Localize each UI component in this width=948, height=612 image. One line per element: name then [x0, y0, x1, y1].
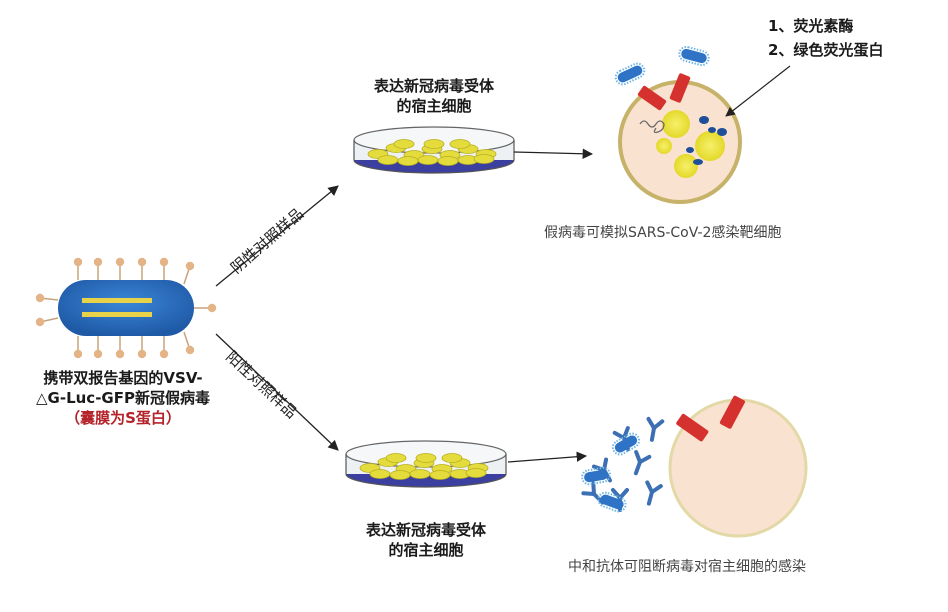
host-cell: [465, 468, 487, 478]
antibody-icon: [645, 480, 663, 506]
host-cell: [377, 155, 399, 165]
dish-top-label: 表达新冠病毒受体 的宿主细胞: [334, 76, 534, 116]
small-virus-1: [614, 62, 646, 86]
dish-top-label-line1: 表达新冠病毒受体: [373, 77, 494, 95]
host-cell: [393, 139, 415, 149]
spike-protein: [93, 257, 103, 267]
spike-protein: [73, 349, 83, 359]
dish-bottom-label: 表达新冠病毒受体 的宿主细胞: [326, 520, 526, 560]
virus-body: [58, 280, 194, 336]
spike-protein: [137, 257, 147, 267]
small-virus-2: [678, 45, 710, 67]
host-cells-top: [367, 139, 497, 166]
reporter-bar-bottom: [82, 312, 152, 317]
receptor-bottom-left: [676, 413, 709, 442]
antibody-icon: [633, 450, 652, 476]
spike-protein: [159, 349, 169, 359]
host-cell: [437, 156, 459, 166]
dish-bottom-label-line2: 的宿主细胞: [388, 541, 464, 559]
host-cell: [385, 453, 407, 463]
host-cell: [389, 470, 411, 480]
arrow-dish-bottom-to-cell: [507, 451, 588, 463]
arrow-dish-top-to-cell: [513, 148, 594, 159]
host-cell: [423, 139, 445, 149]
spike-protein: [115, 257, 125, 267]
host-cells-bottom: [359, 453, 489, 480]
virus-label-line2: △G-Luc-GFP新冠假病毒: [36, 389, 210, 407]
legend-item-luciferase: 1、荧光素酶: [768, 17, 854, 35]
dish-top-label-line2: 的宿主细胞: [396, 97, 472, 115]
host-cell: [417, 155, 439, 165]
protected-host-cell: [668, 395, 808, 538]
neutralized-viruses: [581, 432, 641, 513]
arrow-negative-branch: [215, 185, 339, 287]
receptor-bottom-right: [719, 395, 745, 429]
spike-protein: [115, 349, 125, 359]
fluorescent-signal: [656, 110, 725, 178]
petri-dish-top: [353, 126, 515, 174]
spike-protein: [137, 349, 147, 359]
antibody-icon: [646, 416, 665, 442]
legend-pointer-arrow: [725, 65, 791, 117]
dish-bottom-label-line1: 表达新冠病毒受体: [365, 521, 486, 539]
host-cell: [429, 470, 451, 480]
host-cell: [415, 453, 437, 463]
spike-protein: [93, 349, 103, 359]
spike-protein: [159, 257, 169, 267]
host-cell: [449, 139, 471, 149]
spike-protein: [207, 303, 217, 313]
spike-protein: [35, 317, 45, 327]
reporter-legend: 1、荧光素酶 2、绿色荧光蛋白: [768, 14, 883, 62]
arrow-positive-branch: [215, 333, 339, 451]
luciferase-dots: [686, 116, 727, 165]
spike-protein: [185, 261, 195, 271]
virus-small-icon: [581, 466, 611, 486]
receptor-top-left: [637, 85, 667, 111]
caption-bottom: 中和抗体可阻断病毒对宿主细胞的感染: [568, 559, 806, 575]
host-cell: [397, 156, 419, 166]
petri-dish-bottom: [345, 440, 507, 488]
virus-description: 携带双报告基因的VSV- △G-Luc-GFP新冠假病毒 （囊膜为S蛋白）: [18, 368, 228, 428]
host-cell: [369, 469, 391, 479]
virus-label-line1: 携带双报告基因的VSV-: [43, 369, 203, 387]
caption-top: 假病毒可模拟SARS-CoV-2感染靶细胞: [544, 225, 782, 241]
virus-spikes: [35, 257, 217, 359]
infected-host-cell: [614, 45, 742, 204]
rna-squiggle: [639, 120, 665, 134]
receptor-top-right: [669, 73, 691, 103]
host-cell: [473, 154, 495, 164]
host-cell: [409, 469, 431, 479]
virus-small-icon: [611, 432, 641, 456]
spike-protein: [73, 257, 83, 267]
pseudovirus-icon: [35, 257, 217, 359]
reporter-bar-top: [82, 298, 152, 303]
host-cell: [441, 453, 463, 463]
spike-protein: [35, 293, 45, 303]
virus-small-icon: [597, 491, 627, 513]
neutralizing-antibodies: [581, 416, 665, 512]
legend-item-gfp: 2、绿色荧光蛋白: [768, 41, 884, 59]
spike-protein: [185, 345, 195, 355]
envelope-note: （囊膜为S蛋白）: [65, 409, 181, 427]
